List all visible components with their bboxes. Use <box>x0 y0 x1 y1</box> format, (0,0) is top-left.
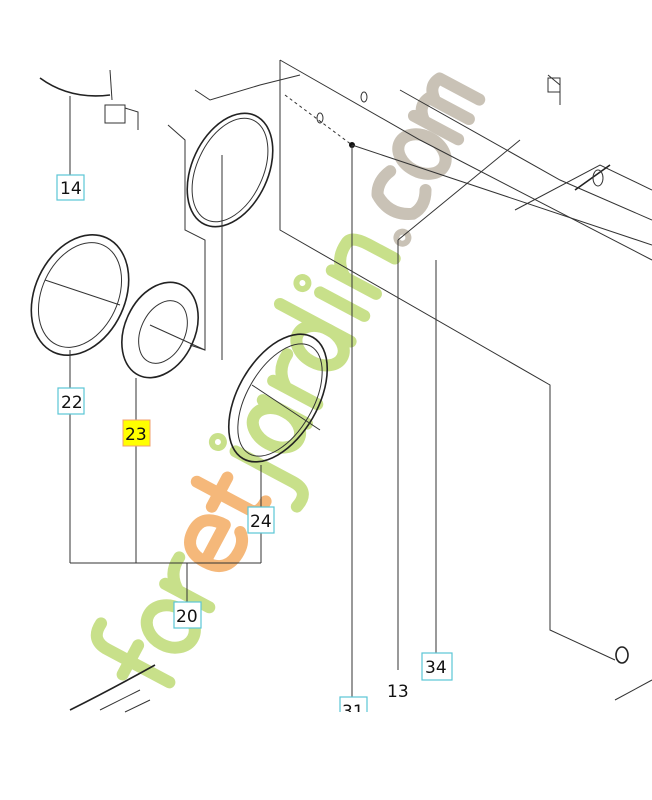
callout-22-label: 22 <box>61 393 83 413</box>
watermark-green-letters <box>90 233 401 689</box>
part-23-bearing <box>121 281 206 420</box>
callout-20-label: 20 <box>176 607 198 627</box>
callout-14-label: 14 <box>60 179 82 199</box>
o-ring <box>167 112 274 360</box>
callout-24-label: 24 <box>250 512 272 532</box>
part-22-ring-nut <box>30 234 130 388</box>
callout-24[interactable]: 24 <box>247 506 275 534</box>
watermark <box>90 72 486 689</box>
handle-part-detail <box>99 689 151 713</box>
callout-31[interactable]: 31 <box>339 696 368 723</box>
watermark-gray-letters <box>371 72 486 247</box>
callout-31-label: 31 <box>342 702 364 722</box>
callout-34[interactable]: 34 <box>421 652 453 681</box>
leader-lines <box>69 414 262 602</box>
callout-34-label: 34 <box>425 658 447 678</box>
housing-body <box>194 59 652 701</box>
callout-23-label: 23 <box>125 425 147 445</box>
callout-22[interactable]: 22 <box>57 387 85 415</box>
part-24-seal <box>227 333 329 507</box>
callout-20[interactable]: 20 <box>173 601 202 629</box>
callout-23-highlighted[interactable]: 23 <box>122 419 151 447</box>
part-14-housing <box>39 69 139 175</box>
callout-13[interactable]: 13 <box>387 682 409 702</box>
callout-14[interactable]: 14 <box>56 174 85 201</box>
handle-part <box>69 664 156 711</box>
